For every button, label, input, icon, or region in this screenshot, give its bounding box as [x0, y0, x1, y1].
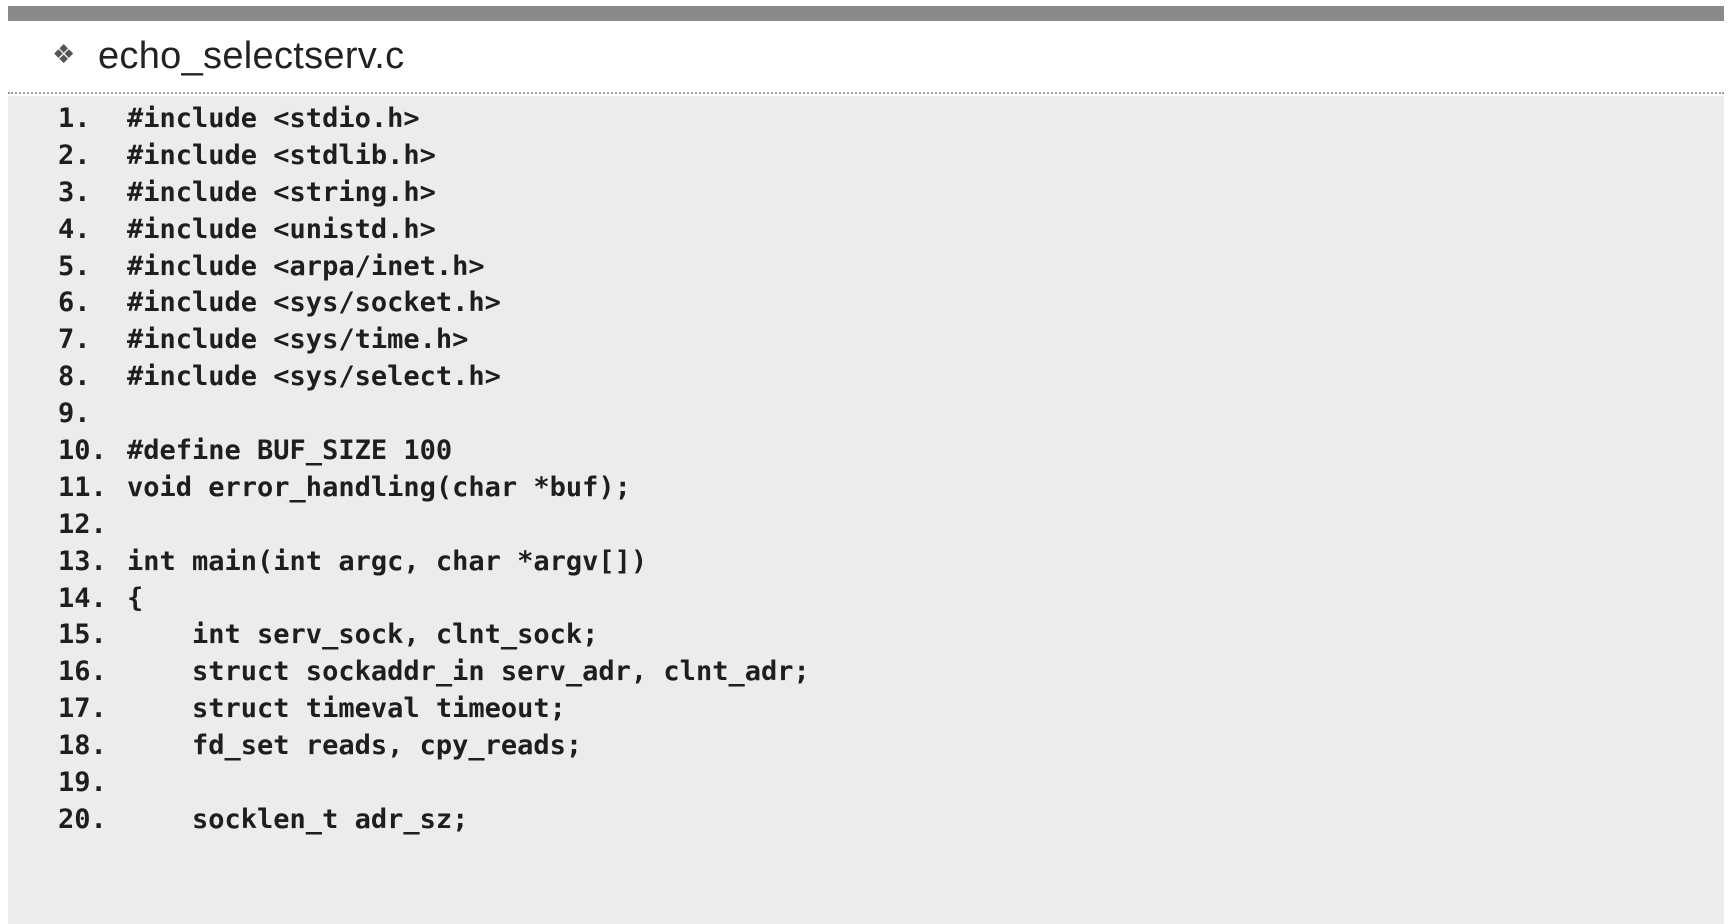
- line-code: #include <string.h>: [127, 176, 436, 208]
- code-listing: 1. #include <stdio.h> 2. #include <stdlib.…: [0, 101, 1732, 839]
- code-line: 18. fd_set reads, cpy_reads;: [0, 728, 1732, 765]
- code-listing-panel: [8, 96, 1724, 924]
- line-code: #include <stdio.h>: [127, 103, 420, 134]
- line-number: 18.: [58, 730, 107, 762]
- code-line: 20. socklen_t adr_sz;: [0, 802, 1732, 839]
- line-number: 3.: [58, 176, 91, 208]
- code-line: 10. #define BUF_SIZE 100: [0, 433, 1732, 470]
- code-line: 1. #include <stdio.h>: [0, 101, 1732, 138]
- line-number: 17.: [58, 693, 107, 725]
- line-number: 16.: [58, 656, 107, 688]
- code-line: 12.: [0, 507, 1732, 544]
- diamond-bullet-icon: ❖: [52, 40, 76, 70]
- line-code: #include <stdlib.h>: [127, 139, 436, 171]
- line-code: #include <sys/time.h>: [127, 324, 469, 356]
- code-line: 6. #include <sys/socket.h>: [0, 285, 1732, 322]
- code-line: 9.: [0, 396, 1732, 433]
- code-line: 17. struct timeval timeout;: [0, 691, 1732, 728]
- line-code: int main(int argc, char *argv[]): [127, 545, 648, 577]
- line-code: struct sockaddr_in serv_adr, clnt_adr;: [127, 656, 810, 688]
- line-code: #include <sys/select.h>: [127, 361, 501, 393]
- line-number: 8.: [58, 361, 91, 393]
- listing-header: [8, 21, 1724, 93]
- line-number: 20.: [58, 803, 107, 835]
- code-line: 16. struct sockaddr_in serv_adr, clnt_ad…: [0, 654, 1732, 691]
- code-line: 4. #include <unistd.h>: [0, 212, 1732, 249]
- code-line: 13. int main(int argc, char *argv[]): [0, 544, 1732, 581]
- line-number: 19.: [58, 767, 107, 799]
- line-number: 14.: [58, 582, 107, 614]
- line-number: 12.: [58, 508, 107, 540]
- line-code: int serv_sock, clnt_sock;: [127, 619, 599, 651]
- line-number: 13.: [58, 545, 107, 577]
- code-line: 7. #include <sys/time.h>: [0, 322, 1732, 359]
- line-code: #include <sys/socket.h>: [127, 287, 501, 319]
- code-line: 11. void error_handling(char *buf);: [0, 470, 1732, 507]
- line-number: 7.: [58, 324, 91, 356]
- line-number: 15.: [58, 619, 107, 651]
- code-line: 5. #include <arpa/inet.h>: [0, 249, 1732, 286]
- line-code: #include <arpa/inet.h>: [127, 250, 485, 282]
- code-line: 14. {: [0, 581, 1732, 618]
- line-code: struct timeval timeout;: [127, 693, 566, 725]
- header-divider: [8, 92, 1724, 94]
- line-number: 6.: [58, 287, 91, 319]
- code-line: 15. int serv_sock, clnt_sock;: [0, 617, 1732, 654]
- code-line: 19.: [0, 765, 1732, 802]
- code-line: 8. #include <sys/select.h>: [0, 359, 1732, 396]
- line-number: 1.: [58, 103, 91, 134]
- line-number: 2.: [58, 139, 91, 171]
- line-code: fd_set reads, cpy_reads;: [127, 730, 583, 762]
- line-code: #define BUF_SIZE 100: [127, 435, 453, 467]
- line-number: 4.: [58, 213, 91, 245]
- code-line: 3. #include <string.h>: [0, 175, 1732, 212]
- line-number: 5.: [58, 250, 91, 282]
- file-title: echo_selectserv.c: [98, 35, 405, 77]
- line-number: 10.: [58, 435, 107, 467]
- top-border-bar: [8, 6, 1724, 21]
- line-code: socklen_t adr_sz;: [127, 803, 469, 835]
- code-line: 2. #include <stdlib.h>: [0, 138, 1732, 175]
- line-number: 9.: [58, 398, 91, 430]
- line-number: 11.: [58, 471, 107, 503]
- line-code: {: [127, 582, 144, 614]
- line-code: #include <unistd.h>: [127, 213, 436, 245]
- line-code: void error_handling(char *buf);: [127, 471, 631, 503]
